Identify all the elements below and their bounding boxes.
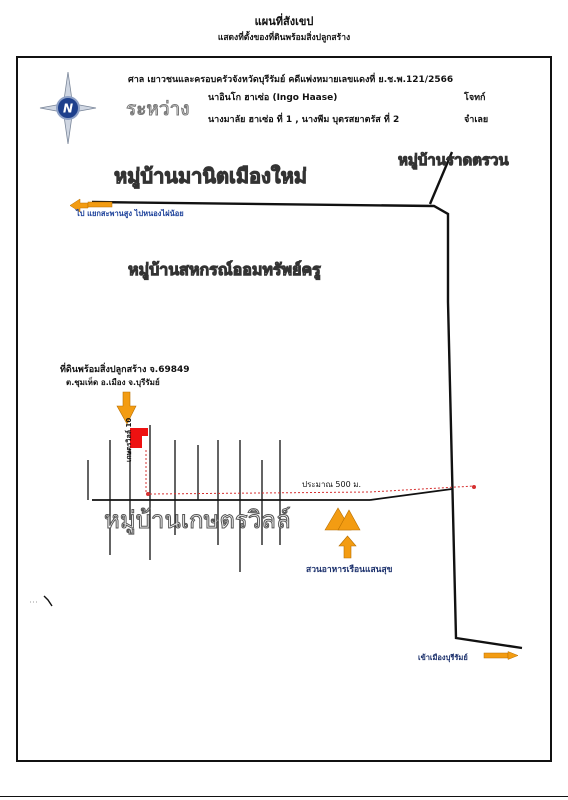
distance-label: ประมาณ 500 ม. (302, 480, 362, 489)
restaurant-triangle-icon-2 (337, 509, 361, 531)
village-label-north-right: หมู่บ้านราดตรวน (398, 151, 510, 170)
defendant-name: นางมาลัย ฮาเซ่อ ที่ 1 , นางพีม บุตรสยาตร… (208, 115, 400, 125)
land-point-dot (146, 492, 150, 496)
plaintiff-role: โจทก์ (464, 93, 486, 103)
west-direction-label: ไป แยกสะพานสูง ไปหนองไผ่น้อย (76, 209, 184, 218)
land-pointer-arrow-icon (116, 391, 137, 425)
land-parcel-marker (130, 428, 148, 448)
city-direction-arrow-icon (507, 651, 519, 660)
stray-tick-mark (43, 595, 53, 607)
map-frame (16, 56, 552, 762)
main-road (91, 200, 523, 650)
restaurant-pointer-arrow-icon (338, 535, 357, 559)
bottom-rule (0, 796, 568, 797)
city-direction-label: เข้าเมืองบุรีรัมย์ (418, 653, 468, 662)
map-subtitle: แสดงที่ตั้งของที่ดินพร้อมสิ่งปลูกสร้าง (217, 33, 351, 43)
city-direction-arrow-shaft (483, 652, 509, 659)
compass-n-letter: N (63, 102, 73, 116)
west-direction-arrow-icon (69, 198, 89, 213)
plaintiff-name: นาอินโก ฮาเซ่อ (Ingo Haase) (208, 93, 338, 103)
village-soi-lines (87, 425, 281, 572)
land-title-label: ที่ดินพร้อมสิ่งปลูกสร้าง จ.69849 (60, 365, 190, 375)
west-direction-arrow-shaft (87, 201, 113, 208)
village-road-link (369, 488, 453, 501)
village-label-north-left: หมู่บ้านมานิตเมืองใหม่ (114, 164, 308, 189)
distance-dotted-line (149, 485, 475, 495)
court-case-line: ศาล เยาวชนและครอบครัวจังหวัดบุรีรัมย์ คด… (128, 75, 454, 85)
between-label: ระหว่าง (126, 98, 191, 121)
defendant-role: จำเลย (464, 115, 489, 125)
village-label-south: หมู่บ้านเกษตรวิลล์ (104, 506, 292, 535)
branch-road-north (428, 151, 454, 205)
restaurant-label: สวนอาหารเรือนแสนสุข (306, 565, 393, 575)
junction-point-dot (472, 485, 476, 489)
map-title: แผนที่สังเขป (254, 15, 314, 28)
village-label-middle: หมู่บ้านสหกรณ์ออมทรัพย์ครู (128, 260, 322, 280)
soi-label: เกษตรวิลล์ 10 (125, 417, 133, 462)
compass-rose-icon: N (39, 71, 97, 145)
land-location-label: ต.ชุมเห็ด อ.เมือง จ.บุรีรัมย์ (66, 378, 160, 387)
